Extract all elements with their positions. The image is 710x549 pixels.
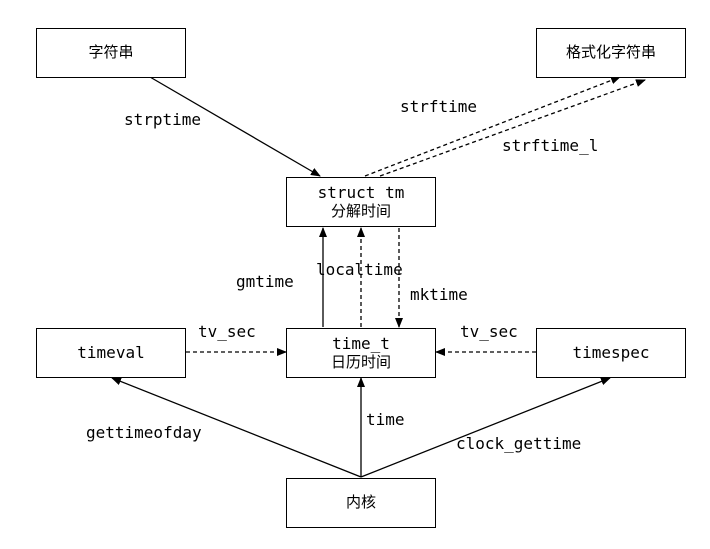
gettimeofday-arrow bbox=[111, 377, 362, 478]
time-t-title: time_t bbox=[332, 334, 390, 354]
mktime-label: mktime bbox=[410, 285, 468, 304]
struct-tm-subtitle: 分解时间 bbox=[330, 201, 391, 220]
time-t-subtitle: 日历时间 bbox=[330, 352, 391, 371]
gmtime-label: gmtime bbox=[236, 272, 294, 291]
timespec-label: timespec bbox=[572, 342, 650, 362]
struct-tm-node: struct tm 分解时间 bbox=[286, 177, 436, 227]
clock-gettime-label: clock_gettime bbox=[456, 434, 582, 453]
tv-sec-left-label: tv_sec bbox=[198, 322, 256, 341]
string-label: 字符串 bbox=[88, 43, 134, 62]
time-t-node: time_t 日历时间 bbox=[286, 328, 436, 378]
formatted-string-label: 格式化字符串 bbox=[565, 43, 656, 62]
strftime-arrow bbox=[364, 76, 621, 177]
string-node: 字符串 bbox=[36, 28, 186, 78]
strptime-arrow bbox=[149, 76, 321, 177]
localtime-label: localtime bbox=[316, 260, 403, 279]
timespec-node: timespec bbox=[536, 328, 686, 378]
strptime-label: strptime bbox=[124, 110, 202, 129]
time-label: time bbox=[366, 410, 405, 429]
formatted-string-node: 格式化字符串 bbox=[536, 28, 686, 78]
clock-gettime-arrow bbox=[360, 377, 611, 478]
strftime-label: strftime bbox=[400, 97, 478, 116]
tv-sec-right-label: tv_sec bbox=[460, 322, 518, 341]
timeval-node: timeval bbox=[36, 328, 186, 378]
timeval-label: timeval bbox=[77, 342, 145, 362]
strftime-l-arrow bbox=[379, 79, 646, 177]
strftime-l-label: strftime_l bbox=[502, 136, 599, 155]
kernel-label: 内核 bbox=[345, 493, 376, 512]
struct-tm-title: struct tm bbox=[317, 183, 405, 203]
kernel-node: 内核 bbox=[286, 478, 436, 528]
gettimeofday-label: gettimeofday bbox=[86, 423, 202, 442]
